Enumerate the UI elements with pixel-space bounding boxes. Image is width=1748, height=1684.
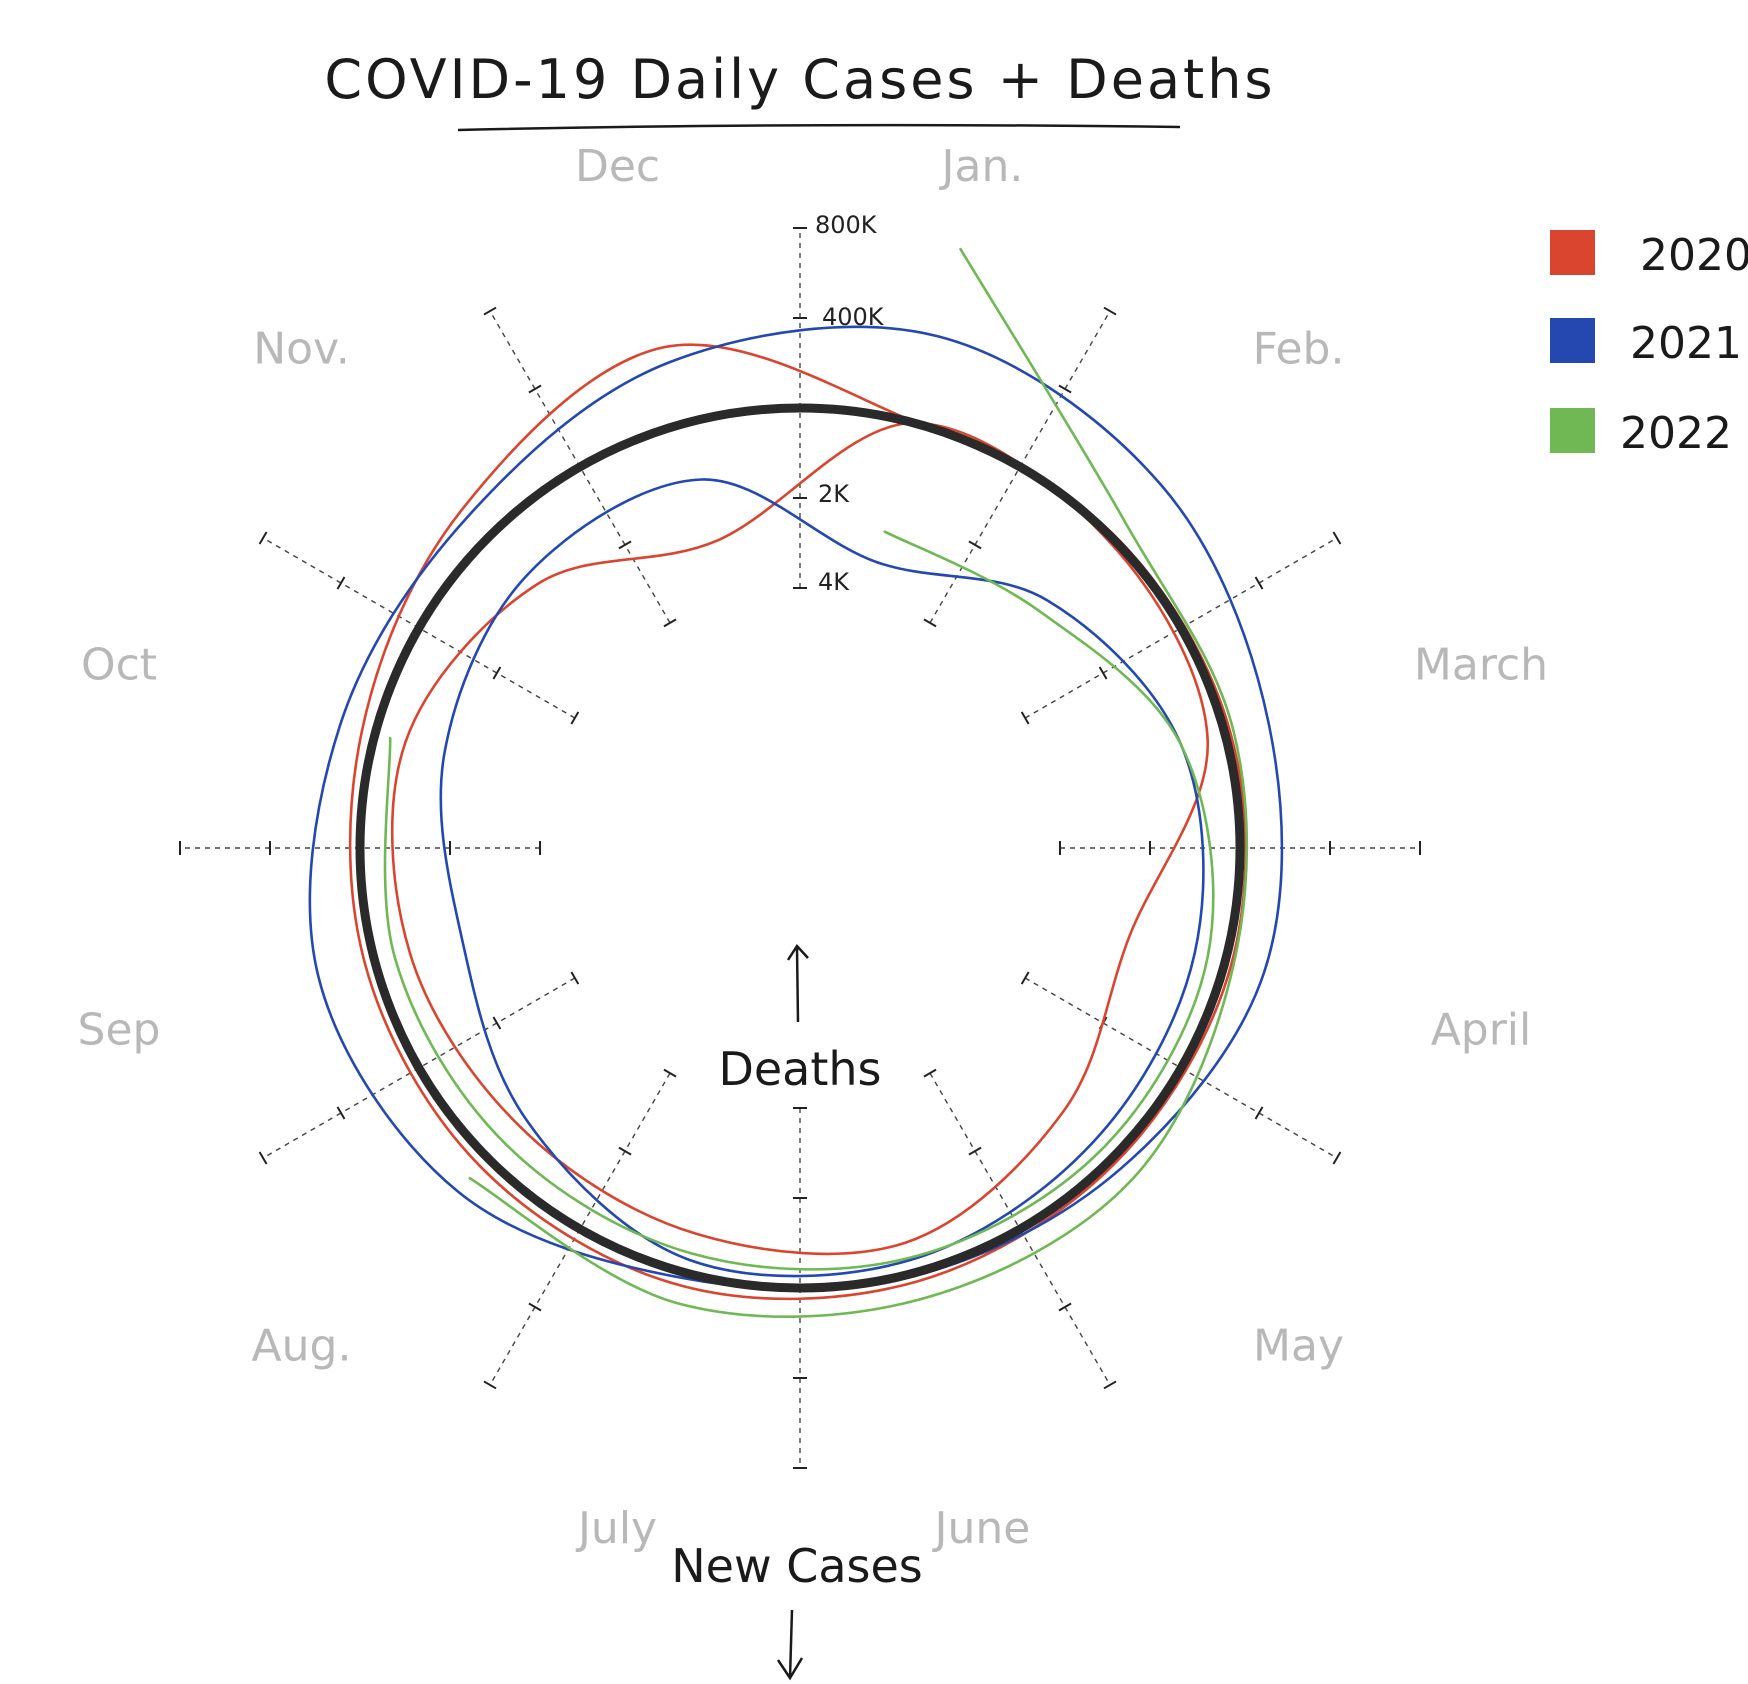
- new-cases-label: New Cases: [671, 1539, 923, 1593]
- axis-tick: [492, 666, 502, 680]
- month-label: Oct: [81, 640, 157, 691]
- axis-tick: [968, 540, 982, 550]
- month-label: July: [575, 1503, 657, 1554]
- series-line-2022-new-cases: [468, 247, 1249, 1318]
- axis-tick: [618, 540, 632, 550]
- series-line-2020-new-cases: [348, 343, 1247, 1301]
- axis-tick: [1103, 1380, 1117, 1390]
- month-label: May: [1253, 1321, 1344, 1372]
- axis-tick: [1254, 1106, 1264, 1120]
- deaths-label: Deaths: [718, 1042, 881, 1096]
- series-lines: [308, 247, 1284, 1318]
- axis-tick: [483, 306, 497, 316]
- month-label: April: [1431, 1004, 1532, 1055]
- baseline-circle: [355, 403, 1245, 1293]
- series-line-2021-deaths: [439, 478, 1205, 1278]
- legend-label-2020: 2020: [1640, 230, 1748, 281]
- axis-tick: [570, 711, 580, 725]
- title-underline: [457, 123, 1181, 132]
- month-label: March: [1414, 640, 1548, 691]
- legend-swatch-2021: [1550, 318, 1595, 363]
- axis-tick: [923, 618, 937, 628]
- axis-tick: [1332, 1151, 1342, 1165]
- axis-tick: [483, 1380, 497, 1390]
- cases-tick-label: 800K: [815, 211, 878, 239]
- month-label: Aug.: [252, 1321, 352, 1372]
- month-label: Nov.: [253, 323, 349, 374]
- axis-tick: [336, 576, 346, 590]
- series-line-2021-new-cases: [308, 325, 1284, 1291]
- down-arrow-icon: [776, 1609, 804, 1681]
- series-line-2022-deaths: [383, 530, 1215, 1271]
- axis-tick: [258, 531, 268, 545]
- deaths-tick-label: 4K: [818, 568, 850, 596]
- axis-tick: [663, 618, 677, 628]
- axis-tick: [336, 1106, 346, 1120]
- month-label: Dec: [575, 141, 660, 192]
- axis-tick: [1254, 576, 1264, 590]
- axis-tick: [1058, 384, 1072, 394]
- axis-tick: [1103, 306, 1117, 316]
- month-label: Sep: [78, 1004, 161, 1055]
- deaths-direction: Deaths: [718, 943, 882, 1096]
- new-cases-direction: New Cases: [671, 1539, 923, 1681]
- axis-tick: [258, 1151, 268, 1165]
- legend-label-2021: 2021: [1630, 318, 1742, 369]
- axis-tick: [528, 1302, 542, 1312]
- axis-tick: [923, 1068, 937, 1078]
- axis-tick: [1020, 971, 1030, 985]
- axis-tick: [1332, 531, 1342, 545]
- axis-tick: [528, 384, 542, 394]
- month-label: Jan.: [939, 141, 1024, 192]
- legend-label-2022: 2022: [1620, 408, 1732, 459]
- month-label: Feb.: [1253, 323, 1345, 374]
- legend-swatch-2020: [1550, 230, 1595, 275]
- up-arrow-icon: [786, 943, 809, 1023]
- axis-tick: [968, 1146, 982, 1156]
- axis-tick: [1020, 711, 1030, 725]
- radial-axes: [179, 227, 1421, 1469]
- axis-tick: [570, 971, 580, 985]
- series-line-2020-deaths: [390, 421, 1209, 1256]
- deaths-tick-label: 2K: [818, 480, 850, 508]
- axis-tick: [663, 1068, 677, 1078]
- legend-swatch-2022: [1550, 408, 1595, 453]
- chart-title: COVID-19 Daily Cases + Deaths: [324, 48, 1275, 111]
- axis-tick: [1058, 1302, 1072, 1312]
- axis-tick: [618, 1146, 632, 1156]
- axis-tick: [492, 1016, 502, 1030]
- legend: 2020 2021 2022: [1550, 230, 1748, 459]
- axis-tick: [1098, 666, 1108, 680]
- month-label: June: [932, 1503, 1031, 1554]
